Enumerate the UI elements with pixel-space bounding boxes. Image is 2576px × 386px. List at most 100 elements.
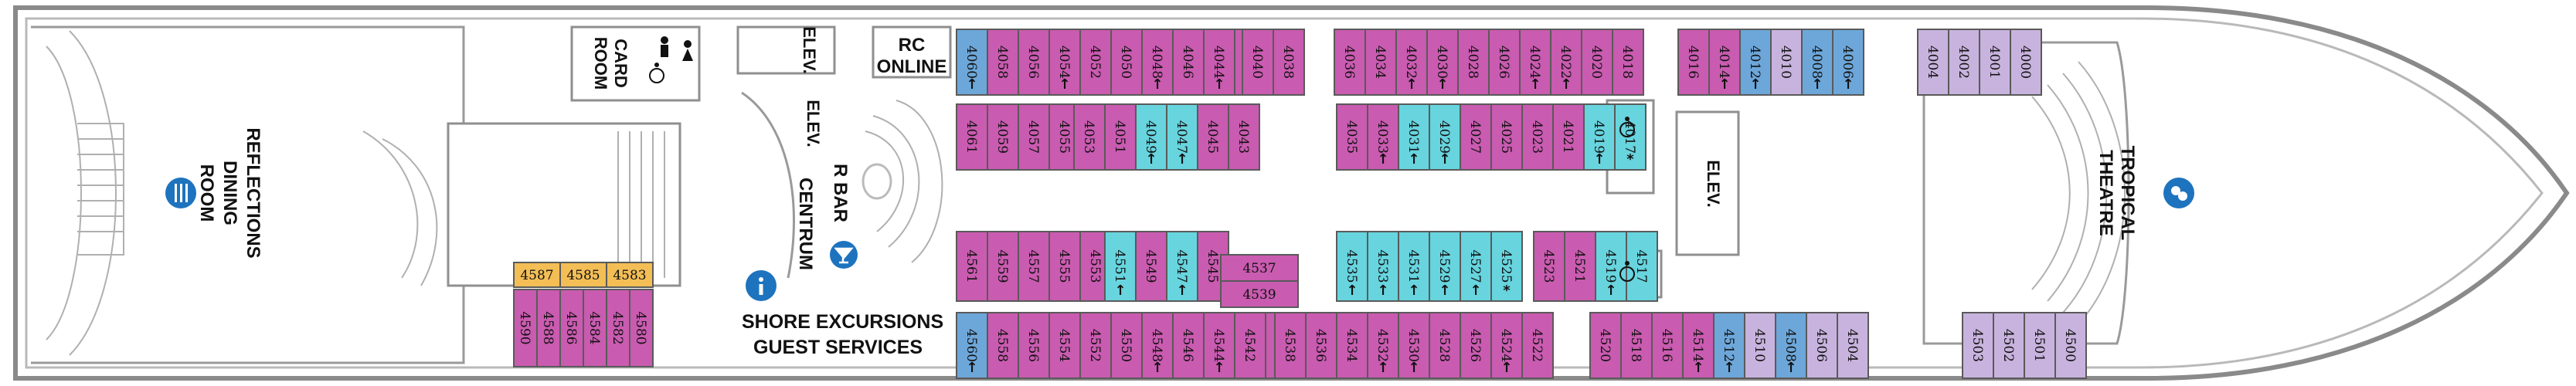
cabin-box[interactable]: [2010, 29, 2042, 96]
cabin-box[interactable]: [1018, 312, 1050, 379]
cabin-box[interactable]: [1775, 312, 1807, 379]
cabin-box[interactable]: [1837, 312, 1869, 379]
cabin-4512[interactable]: 4512↑: [1713, 312, 1745, 379]
cabin-4018[interactable]: 4018: [1612, 29, 1644, 96]
cabin-4535[interactable]: 4535↑: [1336, 231, 1368, 302]
cabin-4059[interactable]: 4059: [987, 103, 1019, 171]
cabin-box[interactable]: [2054, 312, 2087, 379]
cabin-4549[interactable]: 4549: [1135, 231, 1167, 302]
cabin-4560[interactable]: 4560↑: [956, 312, 988, 379]
cabin-box[interactable]: [1993, 312, 2025, 379]
cabin-4038[interactable]: 4038: [1273, 29, 1305, 96]
cabin-box[interactable]: [1519, 29, 1551, 96]
cabin-4040[interactable]: 4040: [1242, 29, 1274, 96]
cabin-4531[interactable]: 4531↑: [1398, 231, 1430, 302]
cabin-4523[interactable]: 4523: [1533, 231, 1565, 302]
cabin-box[interactable]: [1220, 280, 1299, 308]
cabin-4002[interactable]: 4002: [1948, 29, 1980, 96]
cabin-box[interactable]: [1626, 231, 1658, 302]
cabin-4544[interactable]: 4544↑: [1203, 312, 1235, 379]
cabin-4032[interactable]: 4032↑: [1395, 29, 1428, 96]
cabin-4006[interactable]: 4006↑: [1832, 29, 1864, 96]
cabin-4019[interactable]: 4019↑: [1583, 103, 1616, 171]
cabin-4012[interactable]: 4012↑: [1739, 29, 1772, 96]
cabin-box[interactable]: [1614, 103, 1647, 171]
cabin-box[interactable]: [1490, 231, 1523, 302]
cabin-4036[interactable]: 4036: [1334, 29, 1366, 96]
cabin-box[interactable]: [987, 231, 1019, 302]
cabin-box[interactable]: [559, 289, 584, 367]
cabin-box[interactable]: [1552, 103, 1585, 171]
cabin-4547[interactable]: 4547↑: [1166, 231, 1198, 302]
cabin-box[interactable]: [956, 312, 988, 379]
cabin-4016[interactable]: 4016: [1677, 29, 1710, 96]
cabin-4584[interactable]: 4584: [583, 289, 607, 367]
cabin-4537[interactable]: 4537: [1220, 254, 1299, 282]
cabin-4014[interactable]: 4014↑: [1708, 29, 1741, 96]
cabin-4050[interactable]: 4050: [1110, 29, 1143, 96]
cabin-box[interactable]: [1739, 29, 1772, 96]
cabin-box[interactable]: [1398, 312, 1430, 379]
cabin-4008[interactable]: 4008↑: [1801, 29, 1833, 96]
cabin-4557[interactable]: 4557: [1018, 231, 1050, 302]
cabin-box[interactable]: [1305, 312, 1337, 379]
cabin-box[interactable]: [1457, 29, 1490, 96]
cabin-4518[interactable]: 4518: [1620, 312, 1653, 379]
cabin-4519[interactable]: 4519↑: [1595, 231, 1627, 302]
cabin-4555[interactable]: 4555: [1048, 231, 1081, 302]
cabin-4049[interactable]: 4049↑: [1135, 103, 1167, 171]
cabin-box[interactable]: [1682, 312, 1715, 379]
cabin-box[interactable]: [1274, 312, 1307, 379]
cabin-4501[interactable]: 4501: [2024, 312, 2056, 379]
cabin-4030[interactable]: 4030↑: [1426, 29, 1459, 96]
cabin-4526[interactable]: 4526: [1460, 312, 1492, 379]
cabin-4530[interactable]: 4530↑: [1398, 312, 1430, 379]
cabin-box[interactable]: [1228, 103, 1260, 171]
cabin-4580[interactable]: 4580: [629, 289, 654, 367]
cabin-box[interactable]: [1744, 312, 1776, 379]
cabin-box[interactable]: [1334, 29, 1366, 96]
cabin-box[interactable]: [1713, 312, 1745, 379]
cabin-4506[interactable]: 4506: [1806, 312, 1838, 379]
cabin-4583[interactable]: 4583: [606, 262, 654, 288]
cabin-box[interactable]: [987, 312, 1019, 379]
cabin-4057[interactable]: 4057: [1018, 103, 1050, 171]
cabin-box[interactable]: [1398, 103, 1430, 171]
cabin-4020[interactable]: 4020: [1581, 29, 1613, 96]
cabin-4529[interactable]: 4529↑: [1429, 231, 1461, 302]
cabin-4033[interactable]: 4033↑: [1367, 103, 1399, 171]
cabin-4561[interactable]: 4561: [956, 231, 988, 302]
cabin-4504[interactable]: 4504: [1837, 312, 1869, 379]
cabin-box[interactable]: [1234, 312, 1266, 379]
cabin-box[interactable]: [1583, 103, 1616, 171]
cabin-box[interactable]: [956, 231, 988, 302]
cabin-4554[interactable]: 4554: [1048, 312, 1081, 379]
cabin-4021[interactable]: 4021: [1552, 103, 1585, 171]
cabin-4532[interactable]: 4532↑: [1367, 312, 1399, 379]
cabin-4542[interactable]: 4542: [1234, 312, 1266, 379]
cabin-4552[interactable]: 4552: [1079, 312, 1112, 379]
cabin-4024[interactable]: 4024↑: [1519, 29, 1551, 96]
cabin-box[interactable]: [1395, 29, 1428, 96]
cabin-4556[interactable]: 4556: [1018, 312, 1050, 379]
cabin-4533[interactable]: 4533↑: [1367, 231, 1399, 302]
cabin-4045[interactable]: 4045: [1197, 103, 1229, 171]
cabin-box[interactable]: [1166, 231, 1198, 302]
cabin-box[interactable]: [1589, 312, 1622, 379]
cabin-box[interactable]: [956, 103, 988, 171]
cabin-4054[interactable]: 4054↑: [1048, 29, 1081, 96]
cabin-box[interactable]: [1962, 312, 1994, 379]
cabin-box[interactable]: [1197, 103, 1229, 171]
cabin-4510[interactable]: 4510: [1744, 312, 1776, 379]
cabin-4551[interactable]: 4551↑: [1104, 231, 1137, 302]
cabin-4028[interactable]: 4028: [1457, 29, 1490, 96]
cabin-4546[interactable]: 4546: [1172, 312, 1205, 379]
cabin-4527[interactable]: 4527↑: [1460, 231, 1492, 302]
cabin-4035[interactable]: 4035: [1336, 103, 1368, 171]
cabin-box[interactable]: [1104, 231, 1137, 302]
cabin-4536[interactable]: 4536: [1305, 312, 1337, 379]
cabin-4514[interactable]: 4514↑: [1682, 312, 1715, 379]
cabin-box[interactable]: [536, 289, 561, 367]
cabin-4502[interactable]: 4502: [1993, 312, 2025, 379]
cabin-4517[interactable]: 4517: [1626, 231, 1658, 302]
